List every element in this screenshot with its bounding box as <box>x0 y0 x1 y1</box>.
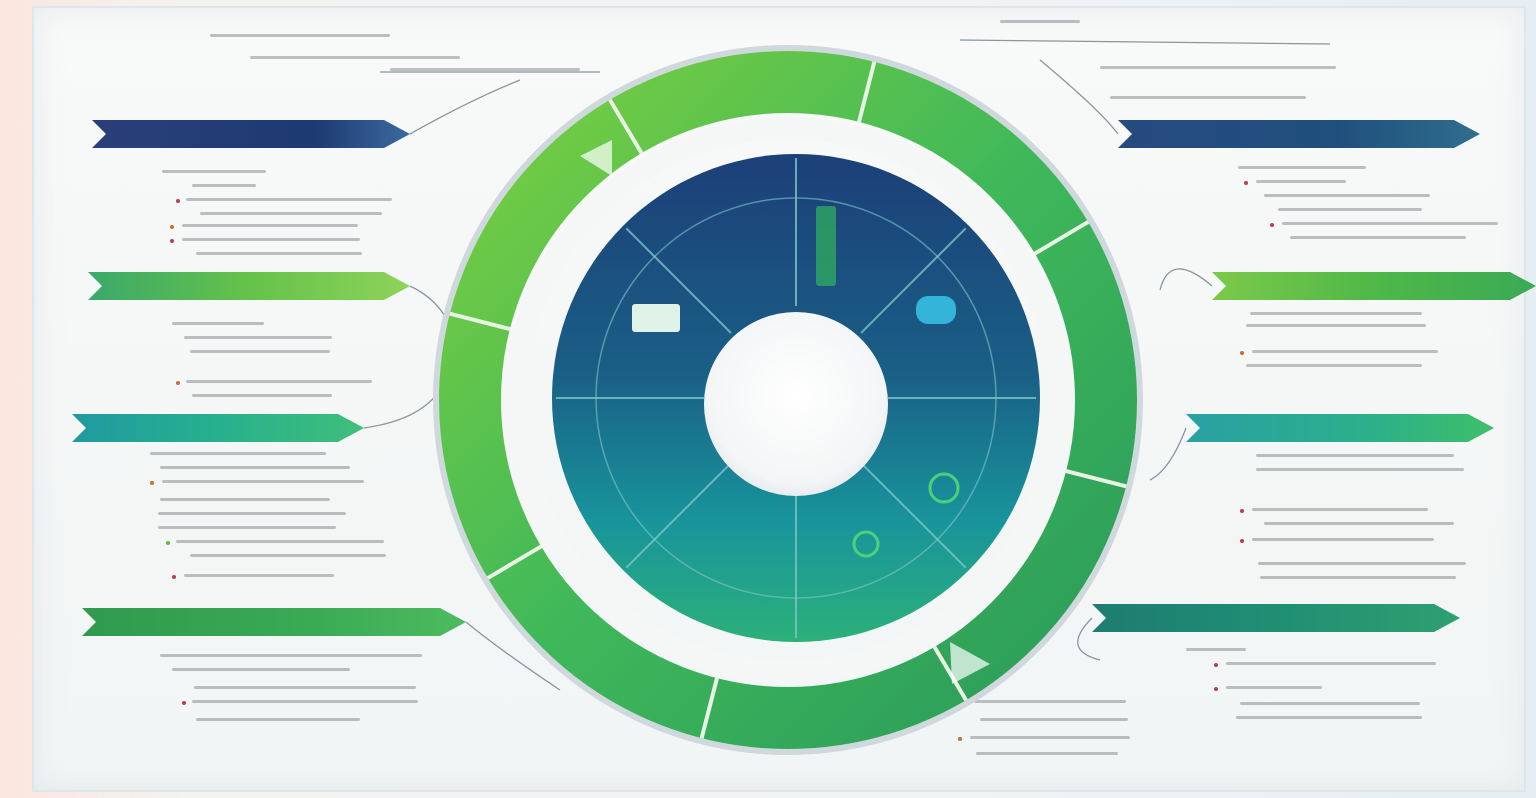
ring-divider <box>449 311 511 331</box>
outer-thin-ring <box>433 45 1143 755</box>
ring-divider <box>608 98 644 155</box>
segment-icons <box>632 206 960 558</box>
target-icon <box>928 472 960 504</box>
left-banner-2 <box>88 272 410 300</box>
ring-divider <box>1065 469 1127 489</box>
left-banner-3 <box>72 414 364 442</box>
inner-orbit-ring <box>595 197 997 599</box>
ring-divider <box>486 544 543 580</box>
inner-segment-divider <box>860 462 967 569</box>
inner-segment-dividers <box>556 158 1036 638</box>
document-icon <box>632 304 680 332</box>
gap-ring <box>505 117 1071 683</box>
ring-dividers <box>449 61 1127 739</box>
left-banner-4 <box>82 608 466 636</box>
chart-bars-icon <box>816 206 836 286</box>
ring-divider <box>932 645 968 702</box>
ring-divider <box>699 677 719 739</box>
inner-segment-divider <box>625 462 732 569</box>
center-hub <box>704 312 888 496</box>
inner-segment-divider <box>625 227 732 334</box>
right-banner-1 <box>1118 120 1480 148</box>
green-process-ring <box>439 51 1137 749</box>
check-circle-icon <box>852 530 880 558</box>
right-banner-4 <box>1092 604 1460 632</box>
ring-arrow-icon <box>580 140 612 176</box>
left-banner-1 <box>92 120 410 148</box>
ring-divider <box>857 61 877 123</box>
right-banner-3 <box>1186 414 1494 442</box>
ring-divider <box>1033 220 1090 256</box>
right-banner-2 <box>1212 272 1536 300</box>
chat-bubble-icon <box>916 296 956 324</box>
inner-segment-divider <box>860 227 967 334</box>
ring-arrow-icon <box>950 642 990 684</box>
